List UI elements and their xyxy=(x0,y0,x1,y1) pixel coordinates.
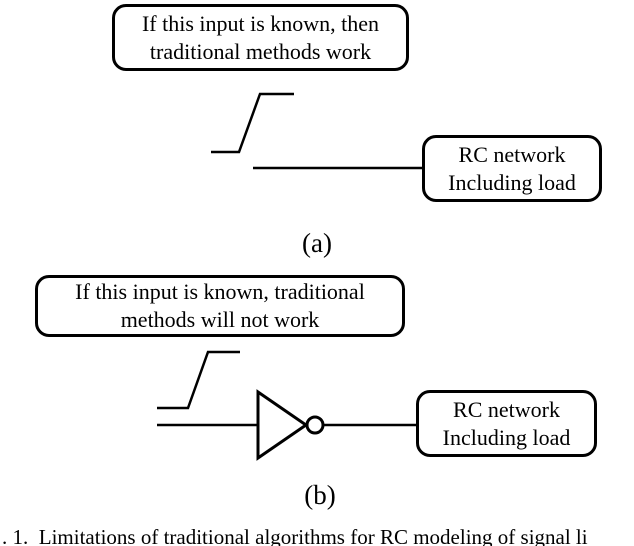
rc-network-box-b: RC network Including load xyxy=(416,390,597,457)
callout-part-b: If this input is known, traditional meth… xyxy=(35,275,405,337)
rc-b-line1: RC network xyxy=(453,396,560,422)
callout-a-line1: If this input is known, then xyxy=(141,10,380,36)
rc-network-box-a: RC network Including load xyxy=(422,135,602,202)
ramp-input-signal-icon xyxy=(211,92,294,154)
figure-caption: . 1. Limitations of traditional algorith… xyxy=(2,525,588,546)
callout-b-line2: methods will not work xyxy=(120,307,320,332)
inverter-bubble-icon xyxy=(305,415,325,435)
rc-b-line2: Including load xyxy=(442,424,571,450)
ramp-input-signal-icon xyxy=(157,350,240,410)
rc-a-line1: RC network xyxy=(458,141,566,167)
callout-b-line1: If this input is known, traditional xyxy=(75,279,365,304)
rc-a-line2: Including load xyxy=(448,169,576,195)
part-b-label: (b) xyxy=(304,480,336,510)
inverter-gate-icon xyxy=(256,389,309,461)
callout-a-line2: traditional methods work xyxy=(149,38,372,64)
part-a-label: (a) xyxy=(302,228,332,258)
callout-part-a: If this input is known, then traditional… xyxy=(112,4,409,71)
